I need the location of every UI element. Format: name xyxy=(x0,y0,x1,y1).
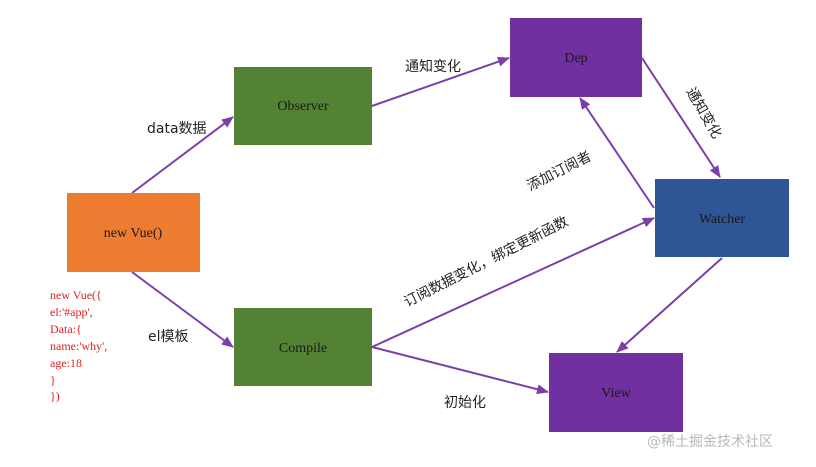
edge-label-add-subscriber: 添加订阅者 xyxy=(525,149,595,195)
arrow-compile-to-watcher xyxy=(371,217,655,348)
node-compile-label: Compile xyxy=(279,341,327,356)
node-compile: Compile xyxy=(234,308,372,386)
edge-label-init: 初始化 xyxy=(444,394,486,411)
arrow-observer-to-dep xyxy=(371,56,510,107)
node-watcher: Watcher xyxy=(655,179,789,257)
edge-label-notify-observer-dep: 通知变化 xyxy=(405,58,461,75)
edge-label-notify-dep-watcher: 通知变化 xyxy=(683,85,726,142)
code-line: new Vue({ xyxy=(50,288,102,302)
node-observer: Observer xyxy=(234,67,372,145)
node-dep-label: Dep xyxy=(564,51,587,66)
node-new-vue-label: new Vue() xyxy=(104,226,163,241)
edge-label-subscribe-data: 订阅数据变化，绑定更新函数 xyxy=(402,214,571,311)
edge-label-el: el模板 xyxy=(148,329,189,345)
arrow-vue-to-observer xyxy=(131,116,234,194)
arrow-watcher-to-view xyxy=(616,257,723,353)
edge-label-data: data数据 xyxy=(147,121,207,137)
node-watcher-label: Watcher xyxy=(699,212,746,227)
arrows xyxy=(131,56,723,395)
watermark: @稀土掘金技术社区 xyxy=(647,434,773,450)
arrow-vue-to-compile xyxy=(131,271,234,348)
node-dep: Dep xyxy=(510,18,642,97)
node-observer-label: Observer xyxy=(277,99,329,114)
node-view-label: View xyxy=(601,386,631,401)
arrow-dep-to-watcher xyxy=(641,57,721,178)
code-line: } xyxy=(50,373,56,387)
node-new-vue: new Vue() xyxy=(67,193,200,272)
node-view: View xyxy=(549,353,683,432)
arrow-watcher-to-dep xyxy=(579,97,655,209)
code-line: }) xyxy=(50,389,60,403)
code-line: age:18 xyxy=(50,356,82,370)
code-snippet: new Vue({ el:'#app', Data:{ name:'why', … xyxy=(50,288,107,403)
code-line: name:'why', xyxy=(50,339,107,353)
code-line: el:'#app', xyxy=(50,305,93,319)
arrow-compile-to-view xyxy=(371,346,549,395)
code-line: Data:{ xyxy=(50,322,82,336)
